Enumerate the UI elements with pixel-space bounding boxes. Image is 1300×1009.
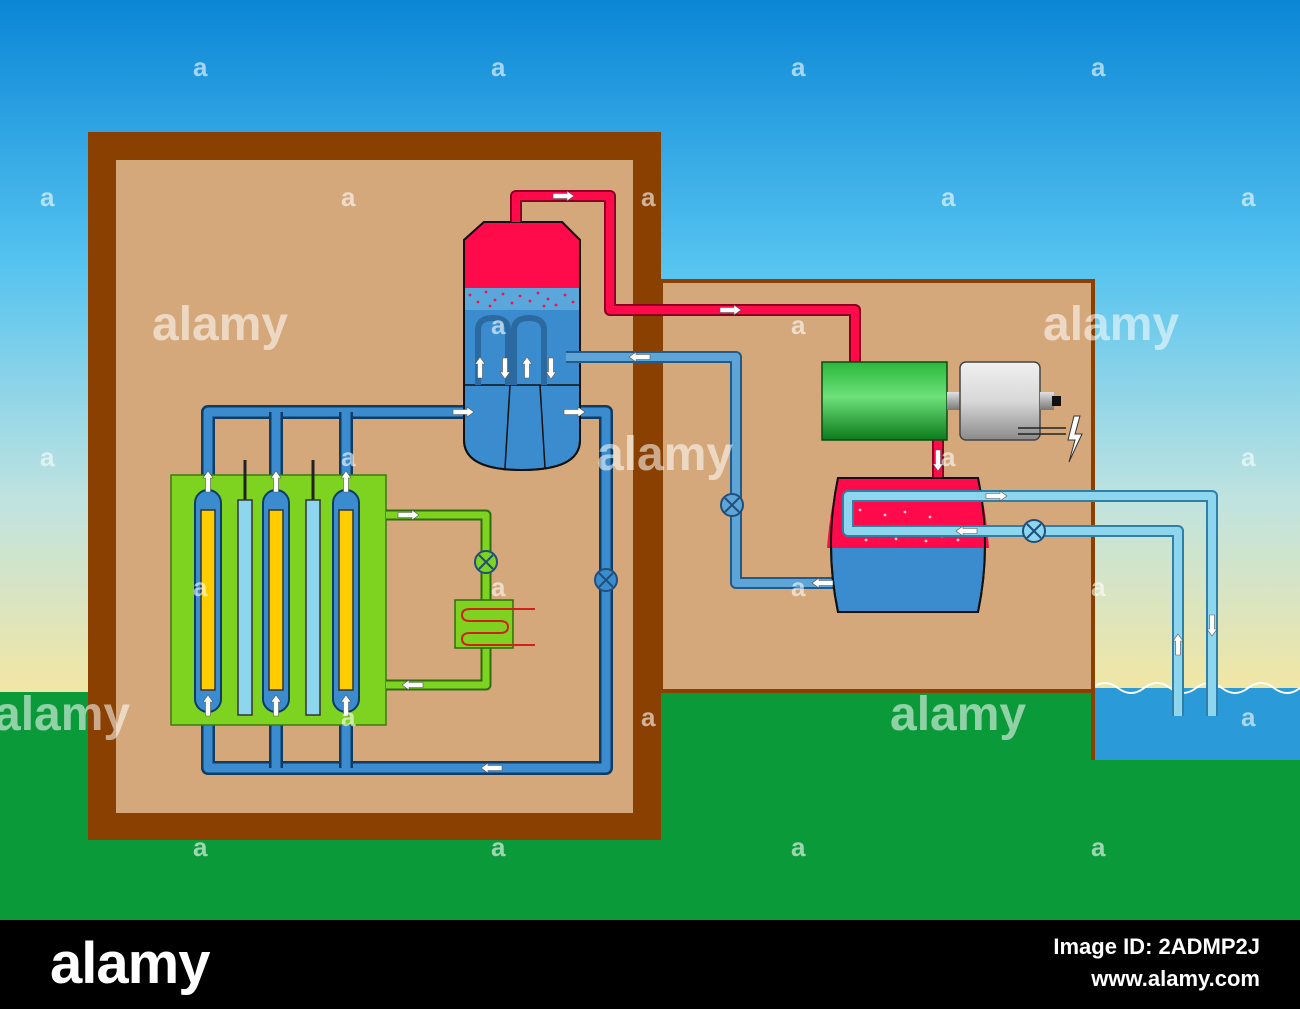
watermark-glyph: a xyxy=(491,572,506,602)
valve-icon xyxy=(474,550,498,574)
footer-bar: alamy Image ID: 2ADMP2J www.alamy.com xyxy=(0,920,1300,1009)
watermark-text: alamy xyxy=(152,298,288,351)
watermark-glyph: a xyxy=(491,832,506,862)
lightning-icon xyxy=(1067,415,1083,463)
watermark-layer: alamy alamy alamy alamy alamy a a a a a … xyxy=(0,52,1256,862)
valve-icon xyxy=(594,568,618,592)
watermark-glyph: a xyxy=(641,182,656,212)
sea xyxy=(1092,688,1300,760)
watermark-text: alamy xyxy=(0,688,130,741)
watermark-text: alamy xyxy=(597,428,733,481)
watermark-glyph: a xyxy=(341,702,356,732)
watermark-glyph: a xyxy=(341,442,356,472)
control-rods xyxy=(237,460,321,716)
watermark-glyph: a xyxy=(791,572,806,602)
watermark-glyph: a xyxy=(40,182,55,212)
valve-icon xyxy=(1022,519,1046,543)
watermark-glyph: a xyxy=(1241,182,1256,212)
turbine-shaft xyxy=(947,392,963,410)
watermark-text: alamy xyxy=(1043,298,1179,351)
footer-logo: alamy xyxy=(50,931,210,996)
watermark-glyph: a xyxy=(491,310,506,340)
watermark-glyph: a xyxy=(941,442,956,472)
watermark-glyph: a xyxy=(791,310,806,340)
watermark-glyph: a xyxy=(193,572,208,602)
fuel-channels xyxy=(194,489,360,713)
steam-separator-drum xyxy=(463,221,581,472)
nuclear-plant-diagram: alamy alamy alamy alamy alamy a a a a a … xyxy=(0,0,1300,920)
watermark-glyph: a xyxy=(1091,52,1106,82)
watermark-glyph: a xyxy=(341,182,356,212)
valve-icon xyxy=(720,493,744,517)
steam-bubbles xyxy=(468,290,575,308)
watermark-glyph: a xyxy=(791,832,806,862)
watermark-glyph: a xyxy=(1241,442,1256,472)
watermark-glyph: a xyxy=(193,832,208,862)
watermark-glyph: a xyxy=(1091,832,1106,862)
wave-icon xyxy=(1091,682,1300,694)
watermark-glyph: a xyxy=(193,52,208,82)
feedwater-loop xyxy=(566,351,835,589)
watermark-glyph: a xyxy=(791,52,806,82)
watermark-glyph: a xyxy=(1091,572,1106,602)
watermark-text: alamy xyxy=(890,688,1026,741)
turbine xyxy=(821,361,948,441)
watermark-glyph: a xyxy=(40,442,55,472)
watermark-glyph: a xyxy=(641,702,656,732)
heater-coil-icon xyxy=(460,608,535,646)
footer-url: www.alamy.com xyxy=(1091,966,1260,991)
footer-image-id: Image ID: 2ADMP2J xyxy=(1053,934,1260,959)
watermark-glyph: a xyxy=(941,182,956,212)
heat-exchanger xyxy=(454,599,514,649)
watermark-glyph: a xyxy=(1241,702,1256,732)
watermark-glyph: a xyxy=(491,52,506,82)
